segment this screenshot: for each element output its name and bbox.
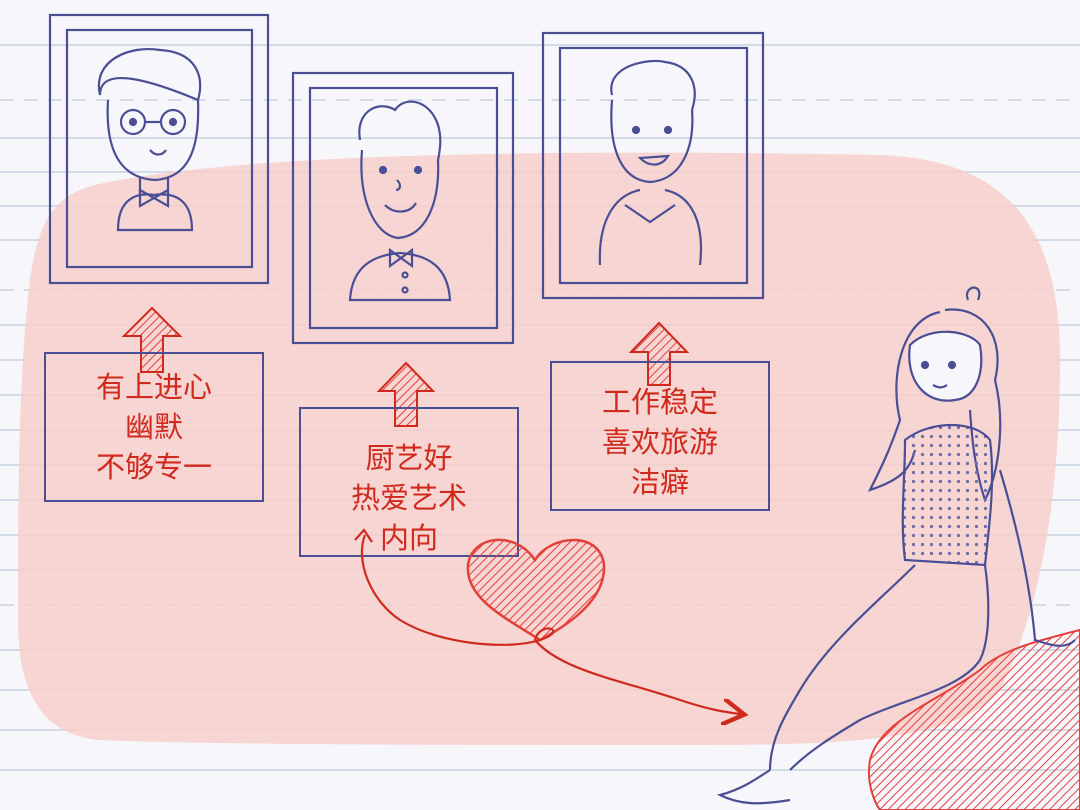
- caption-boxes: [44, 352, 770, 557]
- woman-figure: [716, 286, 1076, 805]
- man-portrait-3: [598, 59, 703, 266]
- portrait-frame-2: [291, 71, 515, 345]
- trait-text: 热爱艺术: [350, 481, 467, 515]
- trait-text: 幽默: [124, 410, 183, 444]
- man-portrait-2: [348, 100, 452, 302]
- trait-text: 厨艺好: [365, 441, 453, 475]
- candidate-1-traits: 有上进心 幽默 不够专一: [45, 353, 263, 501]
- trait-text: 工作稳定: [601, 385, 718, 419]
- up-arrow-3: [628, 321, 690, 386]
- trait-text: 有上进心: [95, 370, 212, 404]
- big-heart-cushion: [867, 628, 1080, 810]
- heart-icon: [466, 538, 606, 642]
- trait-text: 内向: [379, 521, 438, 555]
- candidate-2-traits: 厨艺好 热爱艺术 内向: [300, 424, 518, 572]
- trait-text: 洁癖: [630, 465, 689, 499]
- swirl-arrow-head-top: [354, 528, 373, 543]
- candidate-3-traits: 工作稳定 喜欢旅游 洁癖: [551, 368, 769, 516]
- portrait-frame-1: [48, 13, 270, 285]
- trait-text: 不够专一: [95, 450, 212, 484]
- trait-text: 喜欢旅游: [601, 425, 718, 459]
- pink-blob: [18, 152, 1060, 745]
- portrait-frame-3: [541, 31, 765, 300]
- man-portrait-1: [97, 48, 202, 232]
- swirl-arrow-line: [360, 534, 740, 714]
